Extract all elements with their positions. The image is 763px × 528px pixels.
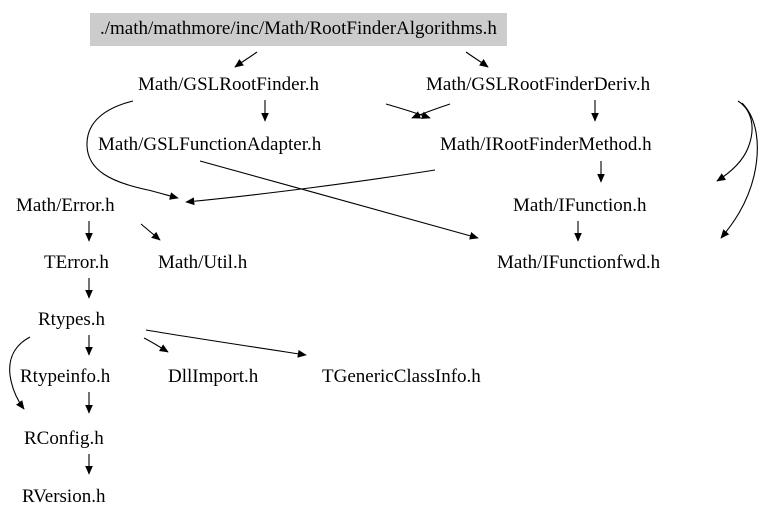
node-label: TGenericClassInfo.h bbox=[322, 366, 481, 387]
node-math-gslfunctionadapter[interactable]: Math/GSLFunctionAdapter.h bbox=[98, 135, 321, 154]
node-label: Math/GSLRootFinderDeriv.h bbox=[426, 74, 651, 95]
node-dllimport[interactable]: DllImport.h bbox=[168, 367, 258, 386]
node-math-gslrootfinder[interactable]: Math/GSLRootFinder.h bbox=[138, 75, 319, 94]
node-label: RConfig.h bbox=[24, 428, 104, 449]
edge-gslrootfinderderiv-to-gslfunctionadapter bbox=[411, 103, 451, 119]
edge-gslfunctionadapter-to-ifunctionfwd bbox=[199, 160, 479, 240]
node-tgenericclassinfo[interactable]: TGenericClassInfo.h bbox=[322, 367, 481, 386]
node-label: Rtypeinfo.h bbox=[20, 366, 111, 387]
node-label: Math/IFunction.h bbox=[513, 195, 647, 216]
node-math-util[interactable]: Math/Util.h bbox=[158, 253, 247, 272]
node-rconfig[interactable]: RConfig.h bbox=[24, 429, 104, 448]
edge-error-to-util bbox=[140, 223, 161, 241]
node-math-irootfindermethod[interactable]: Math/IRootFinderMethod.h bbox=[440, 135, 652, 154]
node-label: Math/Util.h bbox=[158, 252, 248, 273]
node-label: DllImport.h bbox=[168, 366, 259, 387]
node-label: RVersion.h bbox=[22, 486, 106, 507]
edge-irootfindermethod-to-error bbox=[185, 169, 436, 206]
node-label: Math/GSLFunctionAdapter.h bbox=[98, 134, 322, 155]
node-rversion[interactable]: RVersion.h bbox=[22, 487, 105, 506]
node-math-ifunctionfwd[interactable]: Math/IFunctionfwd.h bbox=[497, 253, 660, 272]
edge-rtypes-to-dllimport bbox=[143, 337, 169, 353]
node-label: Math/GSLRootFinder.h bbox=[138, 74, 320, 95]
node-label: Math/IRootFinderMethod.h bbox=[440, 134, 652, 155]
edge-rtypes-to-tgenericclassinfo bbox=[145, 329, 307, 358]
node-label: Rtypes.h bbox=[38, 309, 106, 330]
node-math-ifunction[interactable]: Math/IFunction.h bbox=[513, 196, 647, 215]
node-label: TError.h bbox=[44, 252, 109, 273]
node-math-gslrootfinderderiv[interactable]: Math/GSLRootFinderDeriv.h bbox=[426, 75, 650, 94]
edge-gslrootfinderderiv-to-ifunctionfwd bbox=[720, 102, 758, 239]
node-label: Math/Error.h bbox=[16, 195, 115, 216]
node-root-rootfinderalgorithms[interactable]: ./math/mathmore/inc/Math/RootFinderAlgor… bbox=[90, 13, 507, 46]
node-terror[interactable]: TError.h bbox=[44, 253, 109, 272]
edge-gslrootfinderderiv-to-ifunction bbox=[716, 100, 753, 182]
node-math-error[interactable]: Math/Error.h bbox=[16, 196, 115, 215]
edge-root-to-gslrootfinder bbox=[234, 51, 258, 68]
node-rtypes[interactable]: Rtypes.h bbox=[38, 310, 105, 329]
node-rtypeinfo[interactable]: Rtypeinfo.h bbox=[20, 367, 110, 386]
node-label: Math/IFunctionfwd.h bbox=[497, 252, 661, 273]
edge-root-to-gslrootfinderderiv bbox=[465, 51, 489, 68]
edge-gslrootfinder-to-irootfindermethod bbox=[385, 103, 431, 119]
node-label: ./math/mathmore/inc/Math/RootFinderAlgor… bbox=[100, 18, 497, 39]
